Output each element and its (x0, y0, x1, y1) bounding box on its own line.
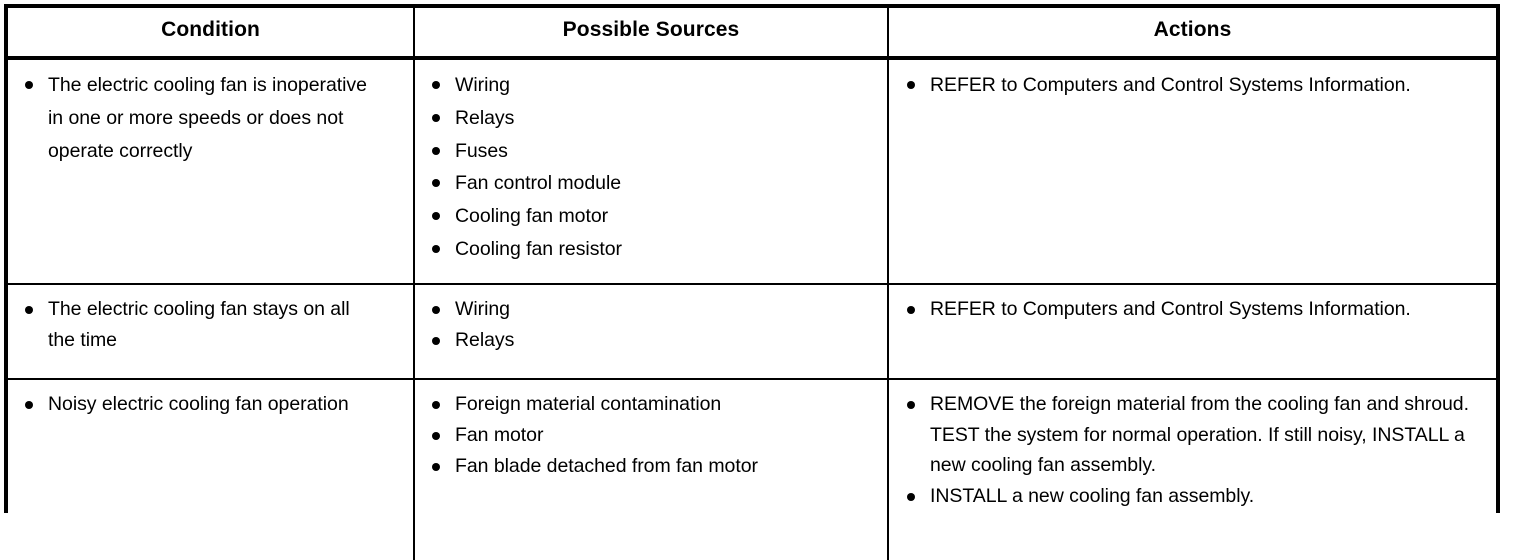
condition-list: The electric cooling fan stays on all th… (18, 294, 403, 356)
list-item-label: Relays (455, 329, 515, 351)
list-item: The electric cooling fan stays on all th… (18, 294, 378, 356)
list-item: Wiring (425, 294, 877, 325)
list-item: INSTALL a new cooling fan assembly. (899, 481, 1486, 512)
possible-sources-list: Wiring Relays (425, 294, 877, 356)
list-item-label: Foreign material contamination (455, 393, 722, 415)
possible-sources-list: Foreign material contamination Fan motor… (425, 389, 877, 482)
header-row: Condition Possible Sources Actions (8, 8, 1496, 60)
page-root: Condition Possible Sources Actions The e… (4, 4, 1500, 560)
list-item: REMOVE the foreign material from the coo… (899, 389, 1486, 481)
cell-condition: The electric cooling fan stays on all th… (8, 284, 415, 380)
bullet-icon (432, 81, 440, 89)
condition-list: The electric cooling fan is inoperative … (18, 69, 403, 167)
list-item: Fuses (425, 135, 877, 168)
list-item-label: Noisy electric cooling fan operation (48, 393, 349, 415)
bullet-icon (432, 337, 440, 345)
list-item: Relays (425, 102, 877, 135)
list-item: Noisy electric cooling fan operation (18, 389, 378, 420)
list-item: Wiring (425, 69, 877, 102)
possible-sources-list: Wiring Relays Fuses (425, 69, 877, 266)
table-row: Noisy electric cooling fan operation For… (8, 379, 1496, 560)
list-item-label: Relays (455, 106, 515, 129)
list-item: Foreign material contamination (425, 389, 877, 420)
table-header: Condition Possible Sources Actions (8, 8, 1496, 60)
list-item: The electric cooling fan is inoperative … (18, 69, 378, 167)
bullet-icon (432, 244, 440, 253)
list-item-label: The electric cooling fan is inoperative … (48, 74, 367, 162)
list-item: Fan motor (425, 420, 877, 451)
bullet-icon (432, 146, 440, 155)
list-item-label: Fan control module (455, 172, 622, 195)
bullet-icon (25, 306, 33, 314)
list-item-label: INSTALL a new cooling fan assembly. (930, 484, 1255, 507)
cell-possible-sources: Foreign material contamination Fan motor… (414, 379, 889, 560)
diagnostic-table-container: Condition Possible Sources Actions The e… (4, 4, 1500, 560)
list-item: Relays (425, 325, 877, 356)
bullet-icon (25, 81, 33, 89)
column-header-possible-sources: Possible Sources (414, 8, 889, 60)
actions-list: REMOVE the foreign material from the coo… (899, 389, 1486, 511)
list-item: REFER to Computers and Control Systems I… (899, 294, 1486, 325)
list-item: Cooling fan resistor (425, 233, 877, 266)
list-item-label: Wiring (455, 74, 510, 96)
table-row: The electric cooling fan is inoperative … (8, 58, 1496, 285)
cell-possible-sources: Wiring Relays Fuses (414, 58, 889, 285)
cell-actions: REFER to Computers and Control Systems I… (888, 58, 1496, 285)
bullet-icon (907, 306, 915, 314)
diagnostic-table: Condition Possible Sources Actions The e… (8, 8, 1496, 560)
cell-actions: REFER to Computers and Control Systems I… (888, 284, 1496, 380)
cell-condition: The electric cooling fan is inoperative … (8, 58, 415, 285)
bullet-icon (432, 401, 440, 409)
column-header-condition: Condition (8, 8, 415, 60)
bullet-icon (432, 463, 440, 471)
list-item-label: Wiring (455, 298, 510, 320)
bullet-icon (25, 401, 33, 409)
list-item: REFER to Computers and Control Systems I… (899, 69, 1486, 102)
bullet-icon (432, 179, 440, 188)
condition-list: Noisy electric cooling fan operation (18, 389, 403, 420)
list-item-label: REMOVE the foreign material from the coo… (930, 393, 1469, 476)
cell-actions: REMOVE the foreign material from the coo… (888, 379, 1496, 560)
list-item: Fan control module (425, 167, 877, 200)
list-item-label: Cooling fan resistor (455, 237, 622, 260)
column-header-actions: Actions (888, 8, 1496, 60)
bullet-icon (432, 212, 440, 221)
bullet-icon (907, 401, 915, 409)
bullet-icon (907, 492, 915, 501)
table-body: The electric cooling fan is inoperative … (8, 58, 1496, 560)
bullet-icon (907, 81, 915, 89)
list-item-label: Fan blade detached from fan motor (455, 455, 758, 477)
table-row: The electric cooling fan stays on all th… (8, 284, 1496, 380)
cell-condition: Noisy electric cooling fan operation (8, 379, 415, 560)
bullet-icon (432, 306, 440, 314)
list-item-label: REFER to Computers and Control Systems I… (930, 74, 1411, 96)
cell-possible-sources: Wiring Relays (414, 284, 889, 380)
bullet-icon (432, 113, 440, 122)
list-item-label: The electric cooling fan stays on all th… (48, 298, 350, 351)
bullet-icon (432, 432, 440, 440)
actions-list: REFER to Computers and Control Systems I… (899, 294, 1486, 325)
list-item: Cooling fan motor (425, 200, 877, 233)
list-item: Fan blade detached from fan motor (425, 451, 877, 482)
list-item-label: Fan motor (455, 424, 544, 446)
list-item-label: Fuses (455, 139, 508, 162)
list-item-label: REFER to Computers and Control Systems I… (930, 298, 1411, 320)
list-item-label: Cooling fan motor (455, 205, 609, 228)
actions-list: REFER to Computers and Control Systems I… (899, 69, 1486, 102)
